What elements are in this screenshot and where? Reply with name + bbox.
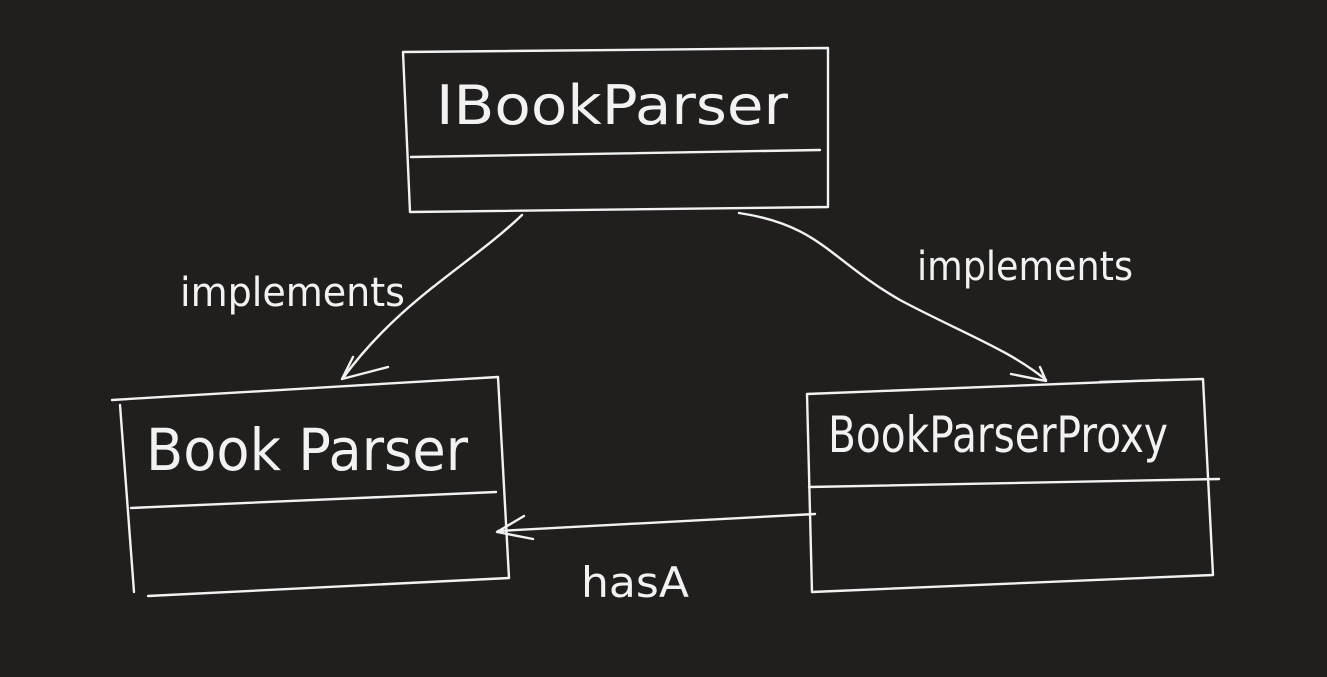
- relation-hasa: hasA: [495, 512, 817, 607]
- implements-left-arrowhead: [340, 355, 390, 381]
- class-bookparser: Book Parser: [110, 375, 511, 598]
- relation-implements-left: implements: [180, 213, 524, 381]
- implements-left-line: [341, 213, 524, 380]
- class-ibookparser: IBookParser: [401, 46, 830, 214]
- class-bookparserproxy-divider: [807, 477, 1221, 489]
- class-bookparser-name: Book Parser: [146, 416, 468, 484]
- class-ibookparser-box: [401, 46, 830, 214]
- implements-right-label: implements: [917, 244, 1133, 290]
- hasa-arrowhead: [495, 514, 535, 541]
- class-bookparser-divider: [129, 490, 498, 510]
- implements-right-arrowhead: [1009, 365, 1048, 383]
- class-bookparser-box: [110, 375, 511, 598]
- relation-implements-right: implements: [737, 211, 1133, 383]
- class-bookparserproxy-box: [805, 377, 1215, 594]
- hasa-line: [496, 512, 817, 533]
- class-ibookparser-name: IBookParser: [436, 74, 789, 137]
- hasa-label: hasA: [581, 558, 689, 607]
- implements-right-line: [737, 211, 1048, 382]
- implements-left-label: implements: [180, 270, 405, 316]
- class-bookparserproxy-name: BookParserProxy: [828, 406, 1168, 464]
- class-bookparserproxy: BookParserProxy: [805, 377, 1221, 594]
- class-ibookparser-divider: [409, 148, 822, 159]
